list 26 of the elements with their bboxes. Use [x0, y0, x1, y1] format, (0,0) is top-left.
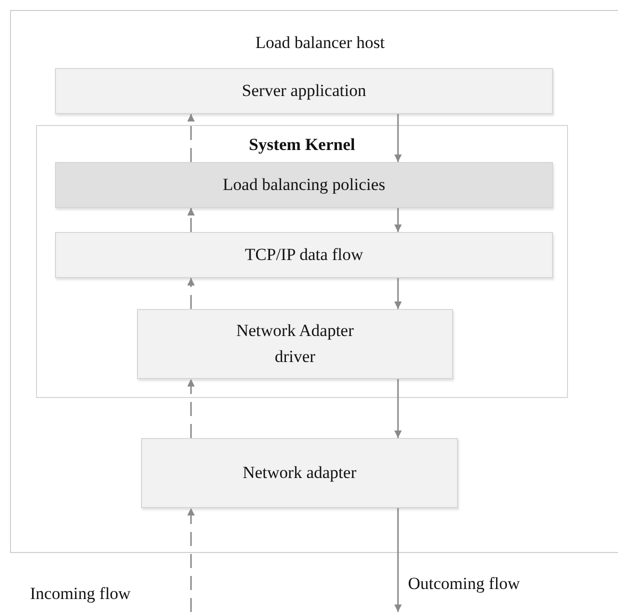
arrow — [187, 208, 195, 232]
edge-label: Incoming flow — [30, 584, 131, 604]
arrow — [394, 208, 402, 232]
process-box — [55, 68, 553, 114]
host-frame — [10, 10, 618, 553]
edge-label: Outcoming flow — [408, 574, 520, 594]
arrow — [187, 379, 195, 438]
box-label: TCP/IP data flow — [244, 244, 364, 266]
process-box — [55, 162, 553, 208]
arrow — [394, 114, 402, 162]
arrow — [187, 508, 195, 612]
box-label: Load balancing policies — [222, 174, 386, 196]
process-box — [55, 232, 553, 278]
group-frame — [36, 125, 568, 398]
arrow — [187, 114, 195, 162]
arrow — [394, 508, 402, 612]
arrow — [187, 278, 195, 309]
box-label: Server application — [242, 80, 366, 102]
title: Load balancer host — [255, 33, 385, 53]
arrow — [394, 379, 402, 438]
box-label: Network Adapter driver — [235, 320, 355, 368]
process-box — [137, 309, 453, 379]
arrow — [394, 278, 402, 309]
process-box — [141, 438, 458, 508]
group-heading: System Kernel — [248, 135, 356, 155]
box-label: Network adapter — [242, 462, 356, 484]
